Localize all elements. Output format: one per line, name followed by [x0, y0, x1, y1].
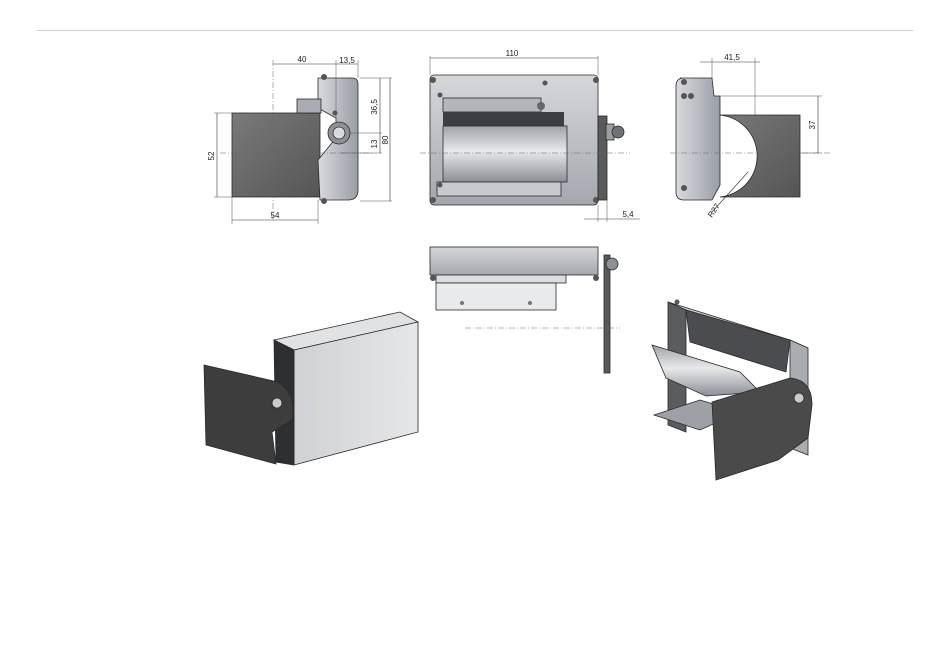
front-screw-tr	[593, 77, 599, 83]
side-pivot-bolt	[333, 127, 345, 139]
right-screw-bottom	[681, 185, 687, 191]
front-screw-inner-1	[438, 93, 443, 98]
front-screw-tl	[430, 77, 436, 83]
side-screw-top	[321, 74, 327, 80]
dim-label-80: 80	[381, 135, 390, 144]
iso-left-pivot-bolt	[272, 398, 282, 408]
side-view: 40 13,5 36,5 13 80 52 54	[207, 55, 392, 224]
dim-label-40: 40	[298, 55, 307, 64]
dim-label-37: 37	[808, 120, 817, 129]
right-screw-2	[688, 93, 694, 99]
front-lower-plate	[437, 182, 561, 196]
dim-label-36-5: 36,5	[370, 99, 379, 115]
side-screw-mid	[333, 111, 338, 116]
dim-label-54: 54	[271, 211, 280, 220]
top-view	[430, 247, 620, 373]
iso-view-right	[652, 300, 812, 481]
top-pivot-bolt	[606, 258, 618, 270]
right-view: 41,5 37 R27	[670, 53, 830, 219]
front-screw-bl	[430, 197, 436, 203]
top-flap-edge	[604, 255, 610, 373]
top-hole-left	[460, 301, 464, 305]
top-lower-plate	[436, 283, 556, 310]
iso-right-pivot-bolt	[794, 393, 804, 403]
top-screw-right	[593, 275, 599, 281]
dim-label-110: 110	[506, 49, 519, 58]
right-screw-1	[681, 93, 687, 99]
front-screw-inner-2	[543, 81, 548, 86]
side-flap	[232, 113, 320, 197]
front-pivot-bolt	[612, 126, 624, 138]
top-guide	[436, 275, 566, 283]
dim-label-5-4: 5,4	[622, 210, 634, 219]
top-hole-right	[528, 301, 532, 305]
front-screw-inner-3	[537, 102, 545, 110]
iso-view-left	[204, 312, 418, 465]
right-screw-top	[681, 79, 687, 85]
top-screw-left	[430, 275, 436, 281]
dim-label-41-5: 41,5	[724, 53, 740, 62]
dim-label-r27: R27	[706, 202, 722, 220]
right-flap	[712, 115, 800, 197]
dim-label-52: 52	[207, 151, 216, 160]
front-guide-rail	[443, 98, 541, 112]
front-view: 110 5,4	[420, 49, 640, 222]
dim-label-13: 13	[370, 139, 379, 148]
side-screw-bottom	[321, 198, 327, 204]
side-bracket	[297, 99, 321, 113]
top-housing	[430, 247, 598, 275]
front-roller	[443, 126, 567, 182]
front-screw-inner-4	[438, 183, 443, 188]
iso-right-screw	[675, 300, 680, 305]
dim-label-13-5: 13,5	[339, 56, 355, 65]
